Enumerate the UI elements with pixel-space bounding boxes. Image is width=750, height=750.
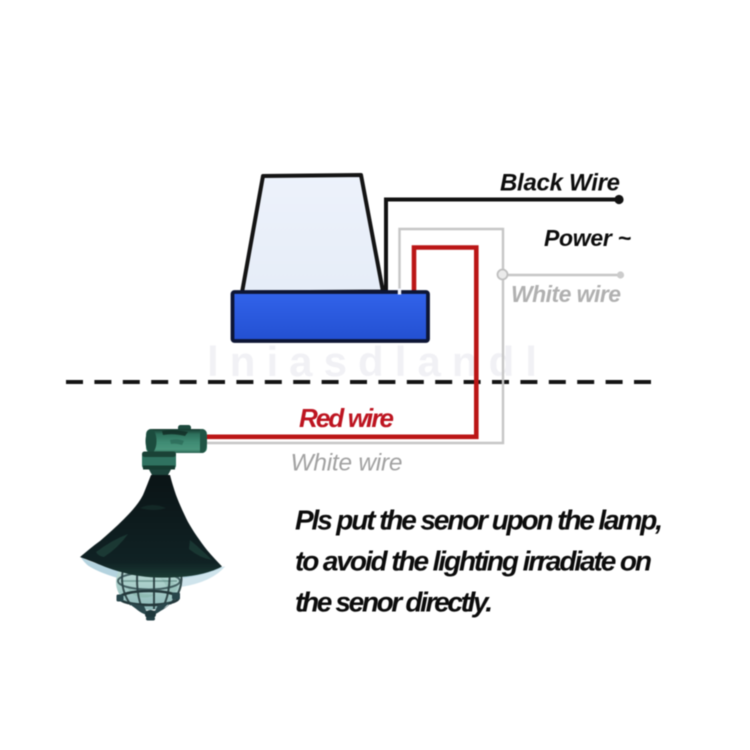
svg-text:Black Wire: Black Wire [500,170,620,197]
svg-text:White wire: White wire [511,281,621,307]
svg-text:White wire: White wire [291,450,403,477]
svg-text:Red wire: Red wire [299,403,394,433]
svg-text:Pls put the senor upon the lam: Pls put the senor upon the lamp, [295,505,663,536]
svg-text:the senor directly.: the senor directly. [295,587,493,618]
svg-text:Power ~: Power ~ [544,225,631,251]
svg-text:to avoid the lighting irradia: to avoid the lighting irradiate on [295,546,652,577]
